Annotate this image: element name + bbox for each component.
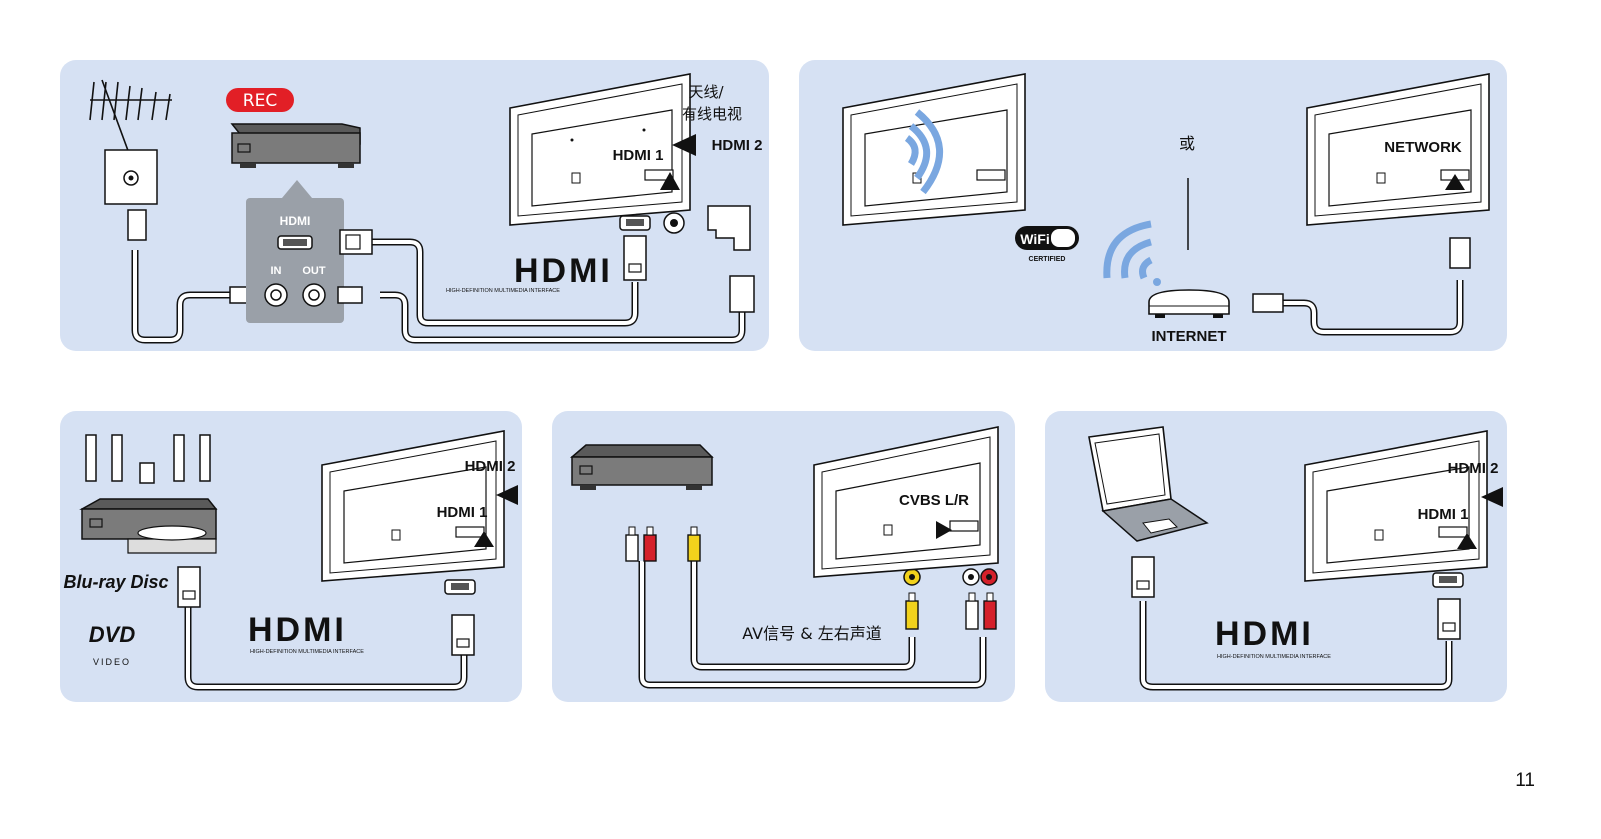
arrow-up-icon bbox=[474, 531, 494, 547]
panel-antenna-recorder-diagram: REC HDMI IN OUT bbox=[89, 73, 763, 344]
wifi-certified-text: CERTIFIED bbox=[1029, 256, 1066, 263]
hdmi-plug-icon bbox=[1437, 598, 1461, 640]
arrow-right-icon bbox=[936, 521, 952, 539]
wifi-waves-icon bbox=[904, 109, 944, 195]
hdmi-plug-icon bbox=[177, 566, 201, 608]
hdmi-plug-icon bbox=[623, 235, 647, 281]
tv-hdmi2-label: HDMI 2 bbox=[1448, 460, 1499, 477]
tv-back-icon bbox=[813, 426, 999, 578]
internet-label: INTERNET bbox=[1152, 328, 1227, 345]
bluray-logo: Blu-ray Disc bbox=[63, 572, 168, 592]
disc-player-icon bbox=[79, 498, 218, 554]
arrow-up-icon bbox=[660, 172, 680, 190]
antenna-cable-label-line1: 天线/ bbox=[688, 83, 724, 101]
hdmi-plug-icon bbox=[1131, 556, 1155, 598]
hdmi-logo: HDMI bbox=[248, 611, 347, 649]
arrow-up-icon bbox=[1445, 174, 1465, 190]
panel-bluray-dvd-diagram: Blu-ray Disc DVD VIDEO HDMI 2 HDMI 1 HDM… bbox=[63, 430, 518, 691]
recorder-out-port-label: OUT bbox=[302, 265, 326, 277]
ethernet-plug-icon bbox=[1449, 237, 1471, 269]
coax-plug-icon bbox=[729, 275, 755, 313]
ethernet-plug-icon bbox=[1252, 293, 1284, 313]
antenna-wall-socket-icon bbox=[104, 149, 158, 205]
rca-plugs-right-icon bbox=[905, 592, 997, 630]
hdmi-logo-subtitle: HIGH-DEFINITION MULTIMEDIA INTERFACE bbox=[1217, 654, 1331, 660]
or-text: 或 bbox=[1179, 134, 1195, 153]
hdmi-logo: HDMI bbox=[514, 252, 613, 290]
recorder-in-port-icon bbox=[264, 283, 288, 307]
rca-plugs-left-icon bbox=[625, 526, 701, 562]
rec-badge bbox=[226, 88, 294, 112]
wifi-logo-text: WiFi bbox=[1020, 231, 1049, 247]
home-theatre-speakers-icon bbox=[85, 434, 211, 484]
coax-plug-icon bbox=[127, 209, 147, 241]
laptop-icon bbox=[1088, 426, 1209, 542]
panel-laptop: HDMI 2 HDMI 1 HDMI HIGH-DEFINITION MULTI… bbox=[1045, 411, 1507, 702]
arrow-left-icon bbox=[496, 485, 518, 505]
av-caption: AV信号 & 左右声道 bbox=[742, 624, 882, 643]
arrow-left-icon bbox=[1481, 487, 1503, 507]
router-wifi-waves-icon bbox=[1103, 220, 1153, 280]
tv-hdmi1-label: HDMI 1 bbox=[1418, 506, 1469, 523]
hdmi-logo-subtitle: HIGH-DEFINITION MULTIMEDIA INTERFACE bbox=[446, 288, 560, 294]
recorder-hdmi-port-label: HDMI bbox=[280, 214, 311, 228]
page-number: 11 bbox=[1515, 770, 1535, 791]
tv-network-label: NETWORK bbox=[1384, 139, 1462, 156]
arrow-left-icon bbox=[672, 134, 696, 156]
hdmi-logo: HDMI bbox=[1215, 615, 1314, 653]
panel-bluray-dvd: Blu-ray Disc DVD VIDEO HDMI 2 HDMI 1 HDM… bbox=[60, 411, 522, 702]
set-top-box-icon bbox=[569, 444, 714, 490]
panel-antenna-recorder: REC HDMI IN OUT bbox=[60, 60, 769, 351]
hdmi-plug-icon bbox=[339, 229, 373, 255]
tv-hdmi1-label: HDMI 1 bbox=[437, 504, 488, 521]
tv-cvbs-label: CVBS L/R bbox=[899, 492, 969, 509]
antenna-angle-plug-icon bbox=[707, 205, 751, 251]
tv-back-icon bbox=[509, 73, 691, 226]
coax-plug-icon bbox=[337, 286, 363, 304]
panel-av-cvbs-diagram: CVBS L/R AV信号 & 左右声道 bbox=[569, 426, 999, 689]
antenna-icon bbox=[89, 79, 172, 157]
panel-network: WiFi CERTIFIED 或 INTERNET bbox=[799, 60, 1507, 351]
wifi-certified-logo: WiFi CERTIFIED bbox=[1015, 226, 1079, 263]
panel-laptop-diagram: HDMI 2 HDMI 1 HDMI HIGH-DEFINITION MULTI… bbox=[1088, 426, 1503, 691]
rec-badge-label: REC bbox=[243, 91, 277, 111]
hdmi-logo-subtitle: HIGH-DEFINITION MULTIMEDIA INTERFACE bbox=[250, 649, 364, 655]
panel-av-cvbs: CVBS L/R AV信号 & 左右声道 bbox=[552, 411, 1015, 702]
tv-back-icon bbox=[1306, 73, 1490, 226]
hdmi-plug-icon bbox=[451, 614, 475, 656]
router-icon bbox=[1148, 289, 1230, 318]
tv-back-icon bbox=[321, 430, 505, 582]
dvd-logo-subtitle: VIDEO bbox=[93, 657, 131, 667]
tv-hdmi2-label: HDMI 2 bbox=[465, 458, 516, 475]
tv-hdmi2-label: HDMI 2 bbox=[712, 137, 763, 154]
recorder-in-port-label: IN bbox=[271, 265, 282, 277]
recorder-device-icon bbox=[230, 123, 361, 168]
panel-network-diagram: WiFi CERTIFIED 或 INTERNET bbox=[842, 73, 1490, 345]
arrow-up-icon bbox=[1457, 533, 1477, 549]
tv-hdmi1-label: HDMI 1 bbox=[613, 147, 664, 164]
dvd-logo: DVD bbox=[89, 622, 136, 647]
antenna-cable-label-line2: 有线电视 bbox=[682, 105, 742, 123]
recorder-out-port-icon bbox=[302, 283, 326, 307]
tv-back-icon bbox=[842, 73, 1026, 226]
